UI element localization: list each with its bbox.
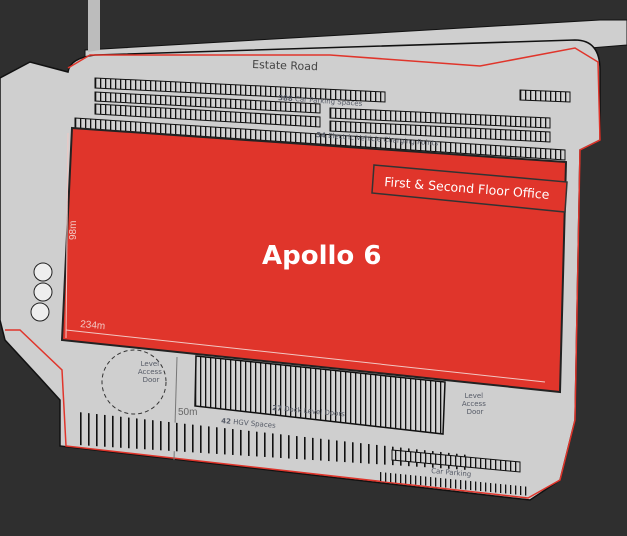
access-road [88, 0, 100, 52]
turning-circle [101, 349, 167, 415]
width-dimension-line [65, 329, 546, 383]
ev-count: 34 [316, 131, 326, 140]
car-parking-count: 388 [278, 94, 293, 103]
building-name: Apollo 6 [262, 241, 381, 271]
level-access-door-left: Level Access Door [138, 360, 164, 384]
depth-dimension-line [65, 132, 69, 339]
hgv-label: 42 HGV Spaces [221, 417, 277, 430]
south-car-parking [391, 449, 521, 473]
hgv-count: 42 [221, 417, 232, 426]
site-boundary [5, 47, 601, 499]
south-car-parking-2 [380, 472, 530, 496]
car-parking-rows [74, 77, 571, 161]
south-car-parking-label: Car Parking [431, 467, 472, 478]
hgv-text: HGV Spaces [233, 418, 277, 430]
yard-depth-label: 50m [178, 407, 197, 418]
building-number-logo: 6 [363, 241, 381, 271]
width-label: 234m [80, 319, 106, 332]
tree-cluster [30, 262, 53, 322]
dock-area [194, 355, 446, 435]
estate-road-label: Estate Road [252, 58, 318, 73]
building-name-text: Apollo [262, 241, 354, 271]
dock-count: 27 [272, 404, 283, 413]
depth-label: 98m [68, 221, 79, 240]
level-access-door-right: Level Access Door [462, 392, 488, 416]
office-block [371, 164, 568, 213]
hgv-spaces [78, 412, 468, 470]
